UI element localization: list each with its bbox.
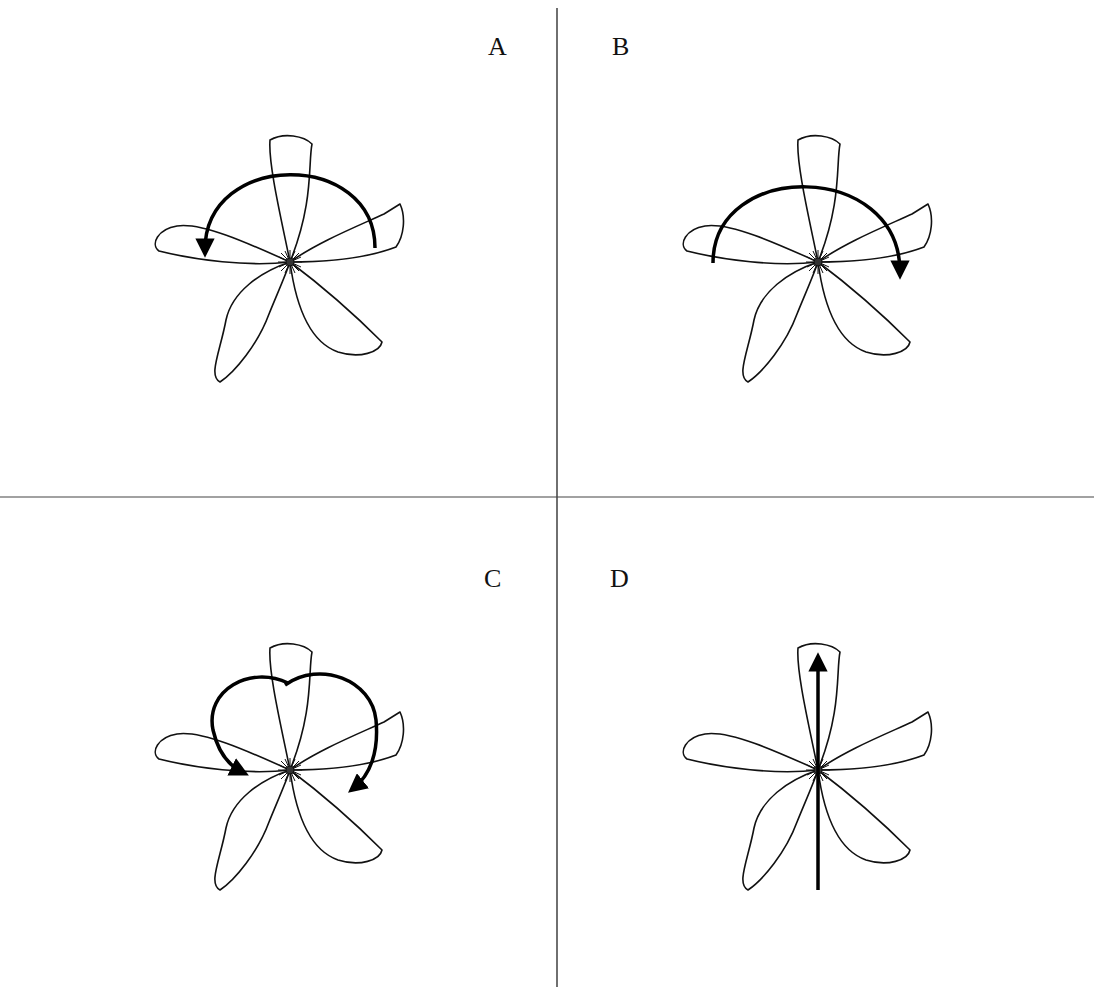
direction-arrow	[816, 660, 820, 890]
panel-letter: B	[612, 34, 629, 60]
flower	[155, 644, 403, 890]
panel-letter: C	[484, 566, 501, 592]
flower	[683, 136, 931, 382]
panel-letter: A	[488, 34, 507, 60]
rotation-arrow	[285, 674, 377, 788]
rotation-arrow	[212, 677, 288, 772]
rotation-arrow	[713, 187, 900, 272]
flower	[155, 136, 403, 382]
divider	[0, 496, 1094, 497]
rotation-arrow	[205, 175, 375, 250]
flower	[683, 644, 931, 890]
panel-letter: D	[610, 566, 629, 592]
